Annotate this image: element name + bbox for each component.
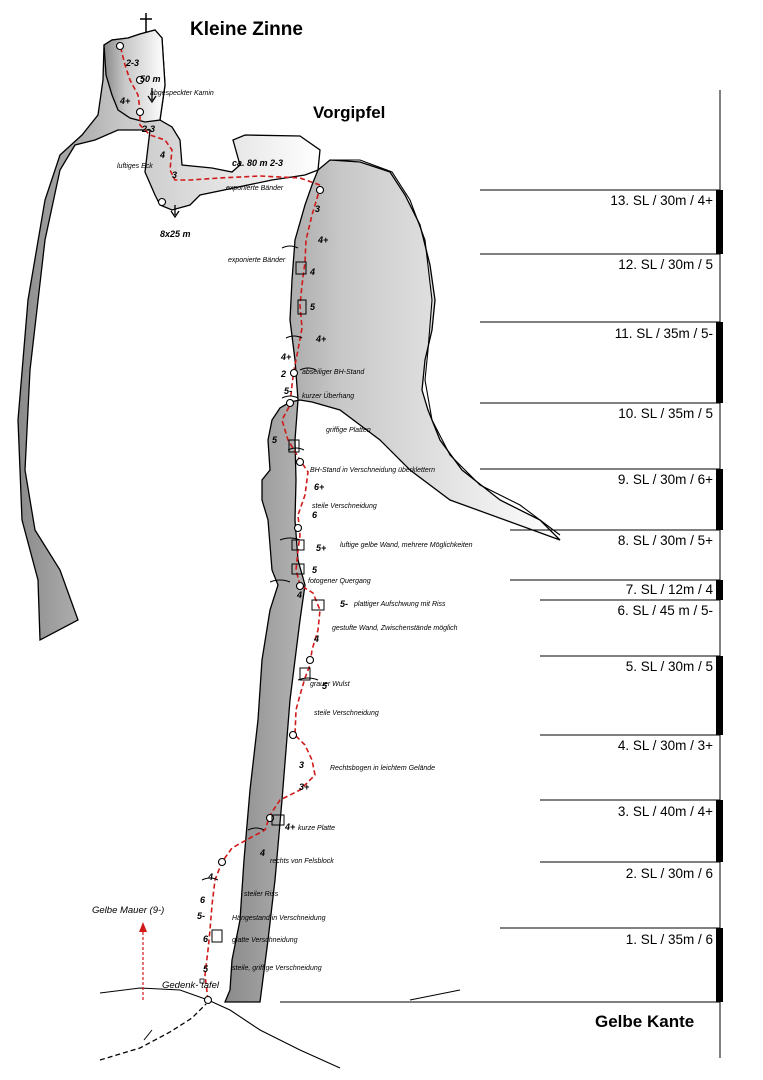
pitch-4-label: 4. SL / 30m / 3+ — [618, 738, 713, 753]
grade-label: 6+ — [314, 482, 325, 492]
grade-label: 5- — [340, 599, 348, 609]
grade-label: 4+ — [284, 822, 296, 832]
pitch-2-label: 2. SL / 30m / 6 — [626, 866, 713, 881]
grade-label: 4 — [296, 590, 302, 600]
pitch-7-label: 7. SL / 12m / 4 — [626, 582, 714, 597]
grade-label: 4+ — [317, 235, 329, 245]
grade-label: 4 — [309, 267, 315, 277]
annotation-stepped-wall: gestufte Wand, Zwischenstände möglich — [332, 625, 458, 632]
grade-label: 2-3 — [125, 58, 139, 68]
pitch-3-label: 3. SL / 40m / 4+ — [618, 804, 713, 819]
grade-label: 3 — [299, 760, 304, 770]
grade-label: 4 — [313, 634, 319, 644]
annotation-steep-crack: steiler Riss — [244, 891, 279, 898]
grade-label: 5 — [310, 302, 316, 312]
approach-arrow-icon — [143, 1029, 153, 1041]
grade-label: 3 — [315, 204, 320, 214]
grade-label: 4 — [259, 848, 265, 858]
grade-label: 6 — [312, 510, 318, 520]
abseil-arrow-icon — [147, 88, 157, 104]
grade-label: 2-3 — [141, 124, 155, 134]
grade-label: 4+ — [119, 96, 131, 106]
pitch-scale — [480, 90, 723, 1058]
pitch-8-label: 8. SL / 30m / 5+ — [618, 533, 713, 548]
annotation-grippy-slabs: griffige Platten — [326, 427, 371, 434]
main-wall-outline — [224, 159, 561, 1003]
annotation-chimney: abgespeckter Kamin — [150, 90, 214, 97]
memorial-plaque-icon — [199, 978, 205, 984]
terrain-symbols — [201, 245, 325, 943]
approach-path — [99, 1003, 207, 1061]
grade-label: 4 — [207, 872, 213, 882]
annotation-steep-corner-2: steile Verschneidung — [314, 710, 379, 717]
annotation-airy-yellow-wall: luftige gelbe Wand, mehrere Möglichkeite… — [340, 542, 473, 549]
pitch-9-label: 9. SL / 30m / 6+ — [618, 472, 713, 487]
forepeak-title: Vorgipfel — [313, 103, 385, 122]
annotation-abseil-belay: abseiliger BH-Stand — [302, 369, 365, 376]
annotation-memorial-plaque: Gedenk- tafel — [162, 980, 220, 991]
annotation-steep-corner-1: steile Verschneidung — [312, 503, 377, 510]
ground-line — [99, 987, 341, 1069]
grade-label: 2 — [280, 369, 286, 379]
grade-label: 5+ — [316, 543, 327, 553]
grade-label: 6 — [200, 895, 206, 905]
pitch-10-label: 10. SL / 35m / 5 — [618, 406, 713, 421]
grade-label: 4 — [159, 150, 165, 160]
pitch-5-label: 5. SL / 30m / 5 — [626, 659, 713, 674]
grade-label: 5 — [203, 964, 209, 974]
annotation-grey-bulge: grauer Wulst — [310, 681, 351, 688]
annotation-airy-corner: luftiges Eck — [117, 163, 153, 170]
grade-label: 5 — [312, 565, 318, 575]
annotation-steep-grippy-corner: steile, griffige Verschneidung — [232, 965, 322, 972]
annotation-rappels: 8x25 m — [160, 229, 191, 239]
annotation-exposed-ledges-2: exponierte Bänder — [228, 257, 286, 264]
summit-cross-icon — [140, 13, 152, 33]
pitch-11-label: 11. SL / 35m / 5- — [615, 326, 713, 341]
grade-label: 5 — [322, 681, 328, 691]
annotation-abseil-50: 50 m — [140, 74, 161, 84]
belay-stations — [115, 41, 325, 1005]
annotation-short-slab: kurze Platte — [298, 825, 335, 832]
grade-label: 5- — [284, 386, 292, 396]
pitch-6-label: 6. SL / 45 m / 5- — [617, 603, 713, 618]
grade-label: 5 — [272, 435, 278, 445]
gelbe-mauer-arrowhead-icon — [139, 922, 147, 932]
annotation-belay-corner: BH-Stand in Verschneidung überklettern — [310, 467, 435, 474]
route-line — [204, 184, 321, 1001]
grade-label: 3 — [172, 170, 177, 180]
grade-label: 4+ — [280, 352, 292, 362]
summit-title: Kleine Zinne — [190, 19, 303, 40]
annotation-smooth-corner: glatte Verschneidung — [232, 937, 298, 944]
annotation-short-overhang: kurzer Überhang — [302, 392, 354, 400]
annotation-right-of-boulder: rechts von Felsblock — [270, 858, 334, 865]
pitch-13-label: 13. SL / 30m / 4+ — [610, 193, 713, 208]
annotation-traverse: ca. 80 m 2-3 — [232, 158, 283, 168]
pitch-1-label: 1. SL / 35m / 6 — [626, 932, 713, 947]
pitch-12-label: 12. SL / 30m / 5 — [618, 257, 713, 272]
ground-slope — [409, 989, 461, 1001]
annotation-exposed-ledges: exponierte Bänder — [226, 185, 284, 192]
grade-label: 3+ — [299, 782, 310, 792]
annotation-photogenic-traverse: fotogener Quergang — [308, 578, 371, 585]
rappel-arrow-icon — [170, 205, 180, 219]
annotation-yellow-wall: Gelbe Mauer (9-) — [92, 905, 164, 916]
annotation-hanging-belay: Hängestand in Verschneidung — [232, 915, 326, 922]
route-name-title: Gelbe Kante — [595, 1012, 694, 1031]
grade-label: 5- — [197, 911, 205, 921]
annotation-right-arc: Rechtsbogen in leichtem Gelände — [330, 765, 435, 772]
route-traverse — [119, 44, 321, 186]
grade-label: 6 — [203, 934, 209, 944]
grades: 2-3 4+ 2-3 4 3 3 4+ 4 5 4+ 4+ 2 5- 5 6+ … — [119, 58, 348, 974]
grade-label: 4+ — [315, 334, 327, 344]
main-wall-right-edge — [330, 159, 561, 536]
annotation-slabby-crack: plattiger Aufschwung mit Riss — [353, 601, 446, 608]
